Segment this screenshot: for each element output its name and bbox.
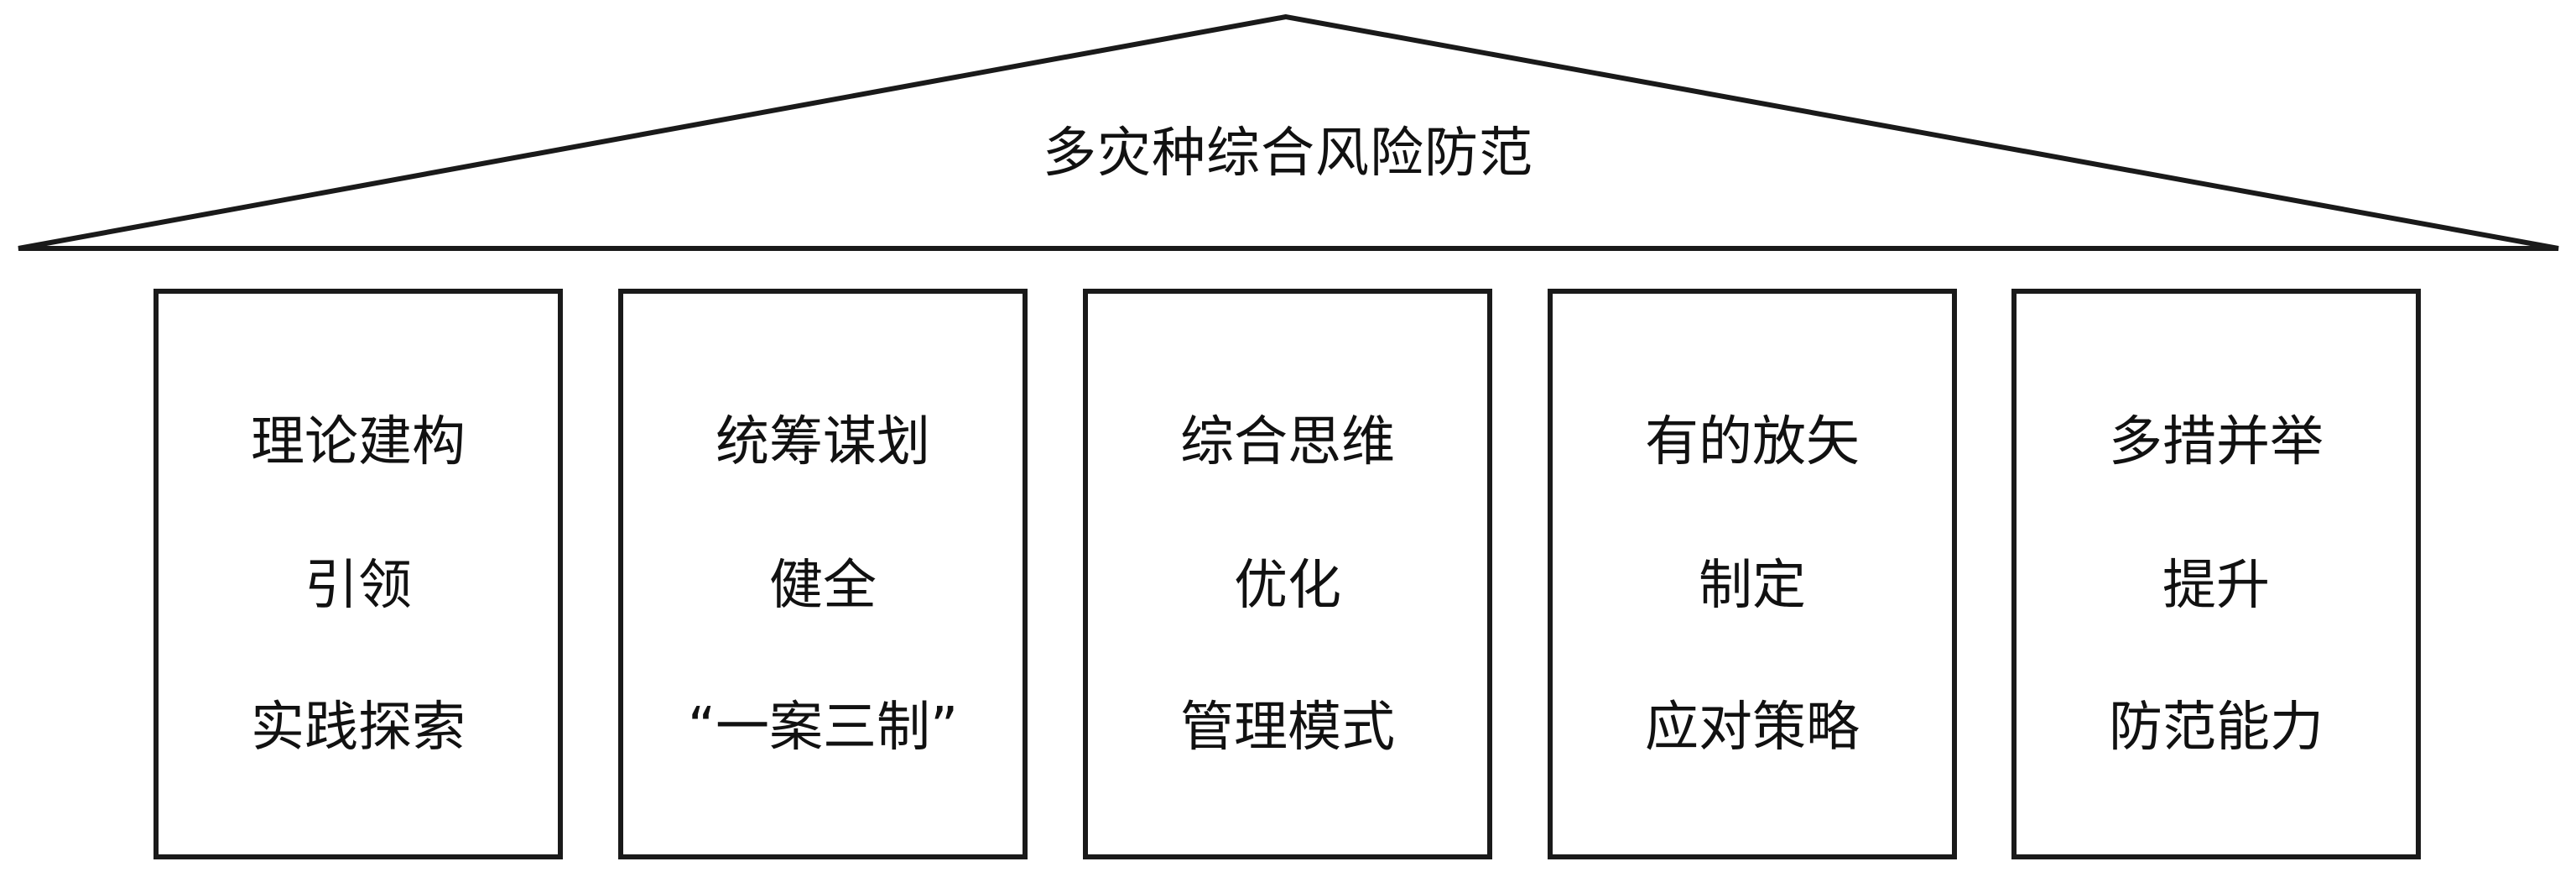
pillar-5-line-3: 防范能力 [2109, 697, 2324, 759]
pillar-2: 统筹谋划 健全 “一案三制” [618, 289, 1028, 859]
pillar-5: 多措并举 提升 防范能力 [2011, 289, 2421, 859]
pillar-2-line-2: 健全 [769, 555, 877, 617]
pillar-4-line-2: 制定 [1699, 555, 1806, 617]
pillar-1-line-2: 引领 [304, 555, 412, 617]
roof-outline [18, 13, 2559, 251]
pillar-4-line-3: 应对策略 [1645, 697, 1860, 759]
roof-title: 多灾种综合风险防范 [1043, 123, 1533, 185]
roof-triangle [18, 13, 2559, 251]
pillar-3-line-1: 综合思维 [1180, 411, 1395, 473]
pillar-2-line-1: 统筹谋划 [716, 411, 930, 473]
pillar-3-line-3: 管理模式 [1180, 697, 1395, 759]
pillar-1: 理论建构 引领 实践探索 [154, 289, 563, 859]
pillar-1-line-3: 实践探索 [251, 697, 466, 759]
pillar-3-line-2: 优化 [1234, 555, 1341, 617]
pillar-5-line-1: 多措并举 [2109, 411, 2324, 473]
pillar-3: 综合思维 优化 管理模式 [1083, 289, 1492, 859]
pillar-2-line-3: “一案三制” [687, 697, 959, 759]
pillar-4-line-1: 有的放矢 [1645, 411, 1860, 473]
pillar-5-line-2: 提升 [2162, 555, 2270, 617]
pillar-1-line-1: 理论建构 [251, 411, 466, 473]
pillar-4: 有的放矢 制定 应对策略 [1548, 289, 1957, 859]
